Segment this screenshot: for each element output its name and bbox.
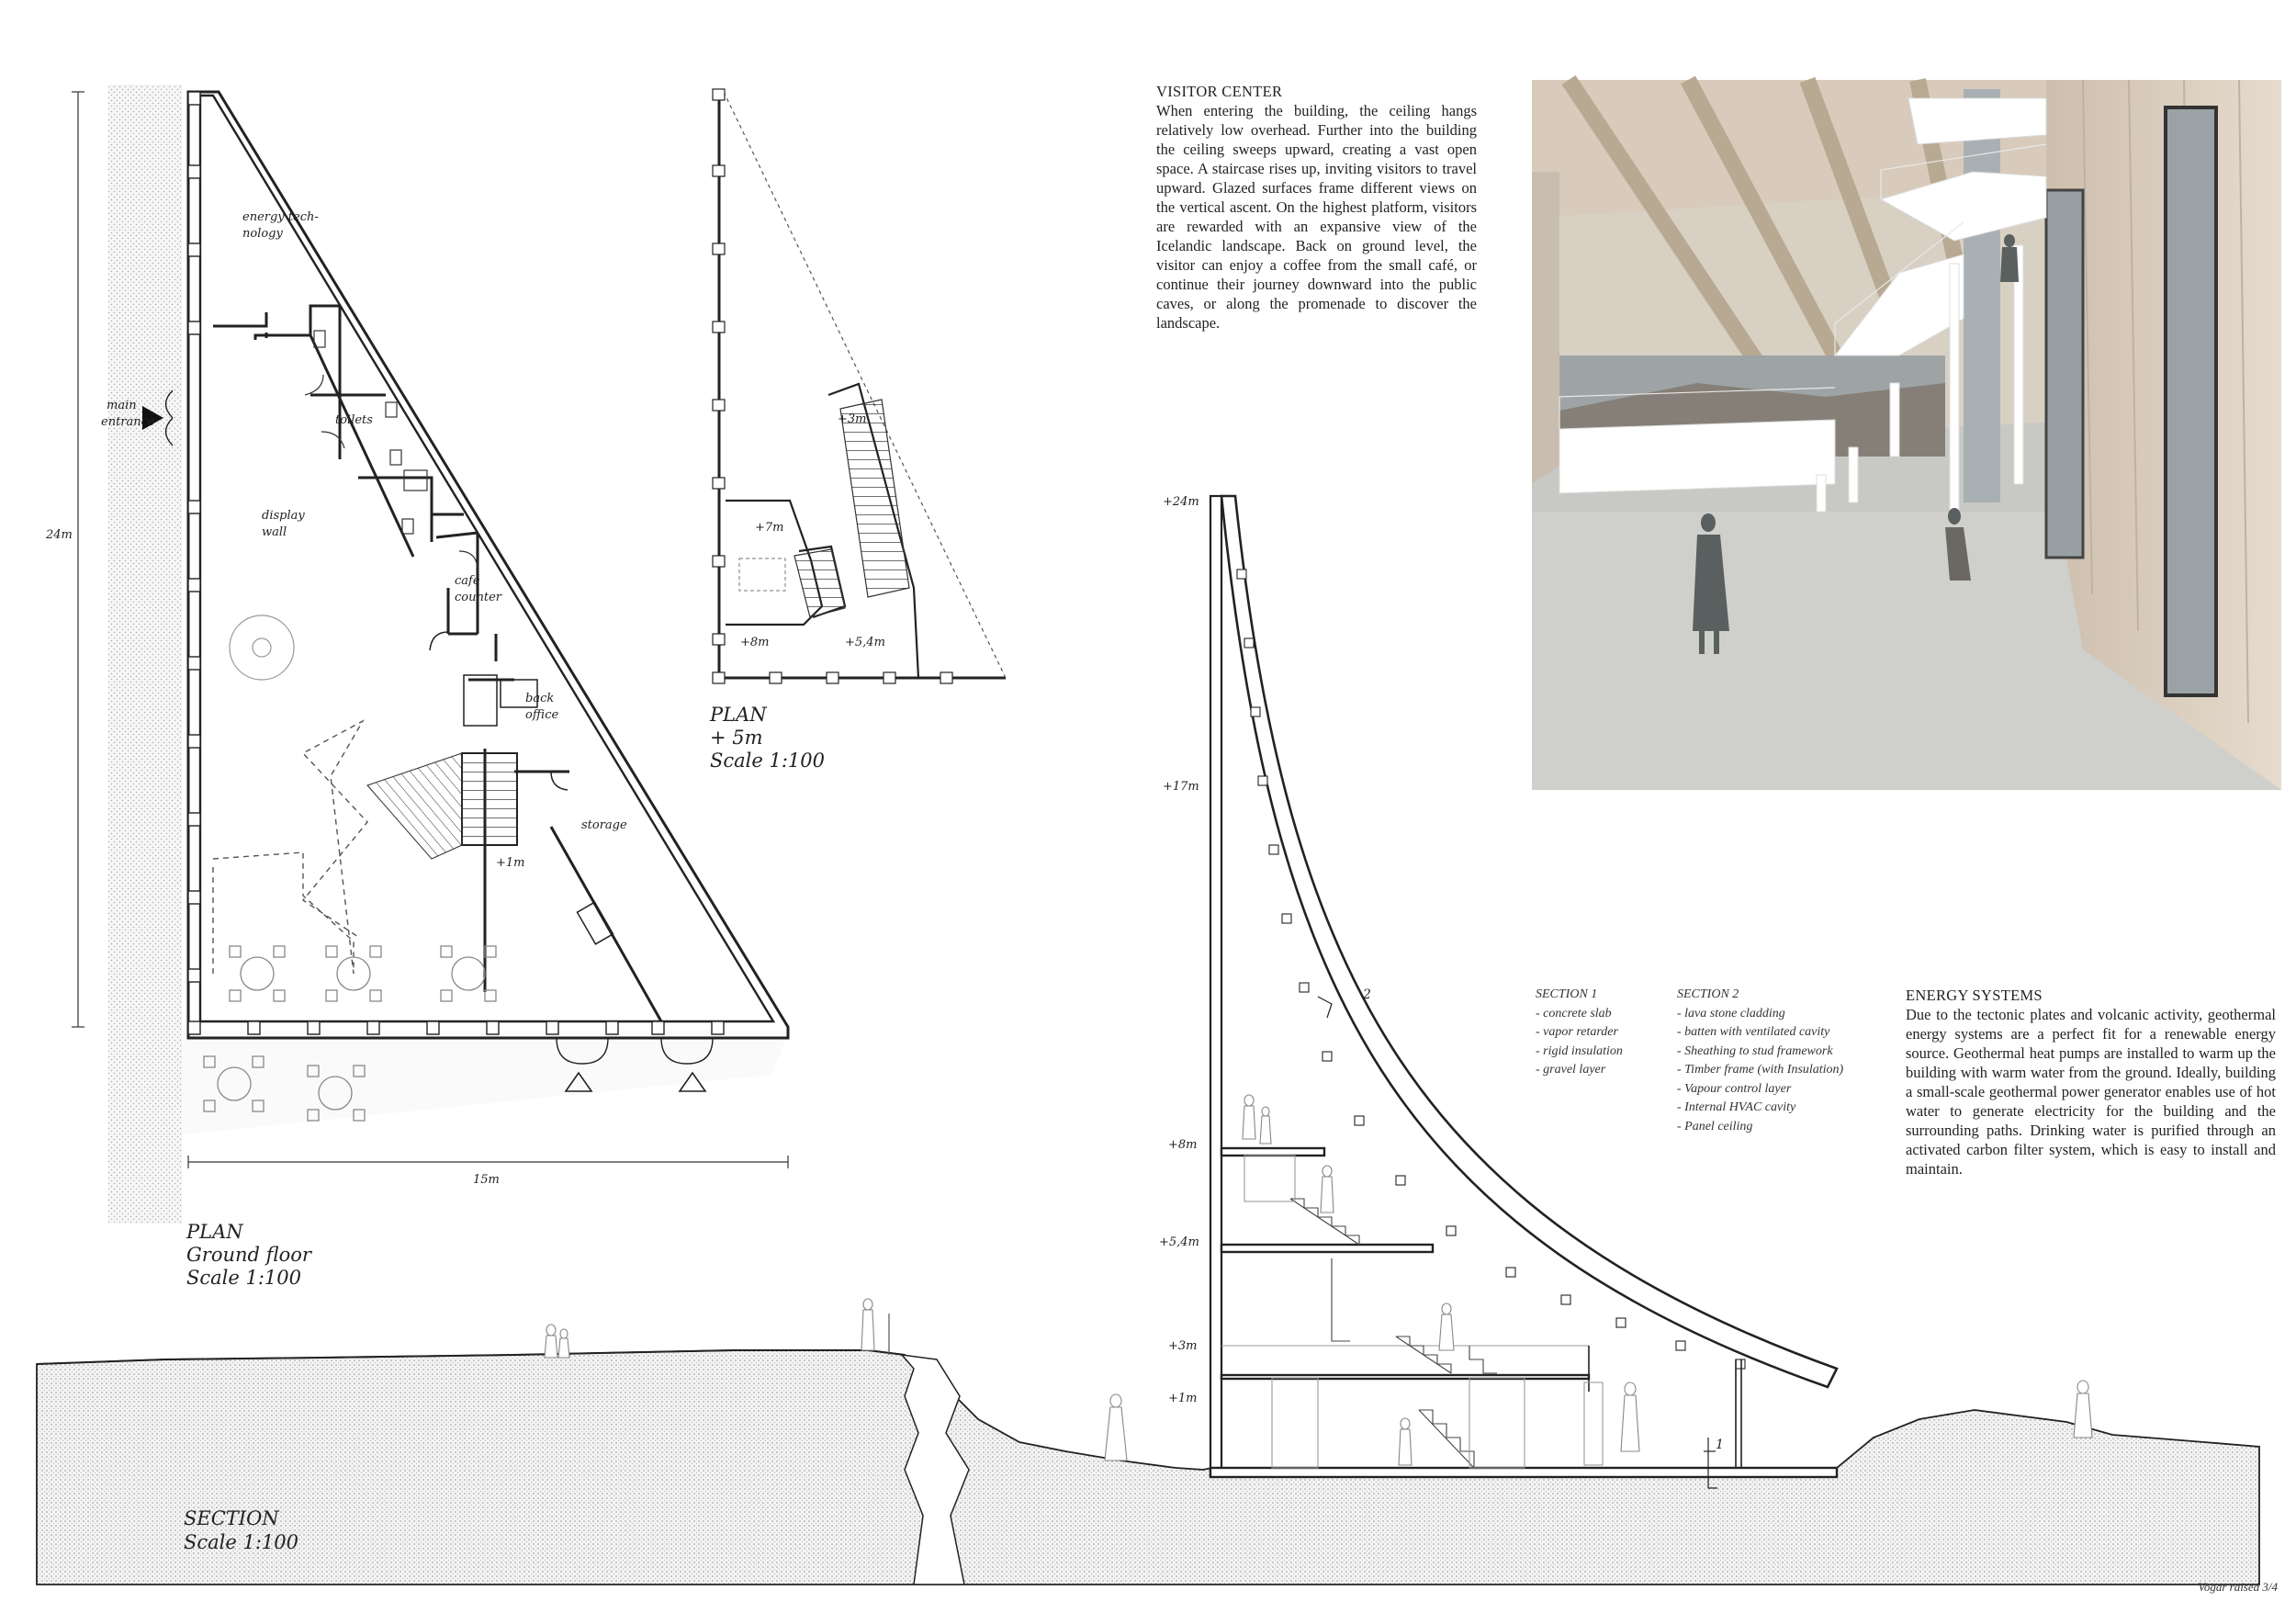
display-path <box>212 719 368 975</box>
entrance-triangle-1 <box>564 1071 593 1092</box>
energy-systems-text: ENERGY SYSTEMS Due to the tectonic plate… <box>1906 986 2276 1179</box>
label-display-2: wall <box>262 525 287 539</box>
terrace-hatch <box>182 1031 790 1134</box>
section-2-item: - Sheathing to stud framework <box>1677 1043 1833 1058</box>
section-1-item: - concrete slab <box>1536 1006 1612 1021</box>
energy-systems-body: Due to the tectonic plates and volcanic … <box>1906 1006 2276 1178</box>
section-2-legend: SECTION 2 - lava stone cladding - batten… <box>1677 986 1870 1136</box>
section-marker-2: 2 <box>1362 987 1371 1002</box>
upper-level-7m: +7m <box>755 521 784 535</box>
section-2-item: - Panel ceiling <box>1677 1119 1753 1133</box>
partitions <box>213 304 663 1022</box>
cafe-tables-outside <box>203 1055 366 1122</box>
visitor-center-title: VISITOR CENTER <box>1156 83 1283 100</box>
label-display-1: display <box>262 509 305 523</box>
section-level-8m: +8m <box>1168 1138 1198 1152</box>
section-marker-1: 1 <box>1716 1438 1724 1452</box>
visitor-center-text: VISITOR CENTER When entering the buildin… <box>1156 82 1477 333</box>
plan-upper-title: PLAN <box>709 704 767 726</box>
plan-upper-subtitle: + 5m <box>710 727 763 749</box>
label-energy-1: energy tech- <box>242 210 319 224</box>
section-2-item: - lava stone cladding <box>1677 1006 1785 1021</box>
roof-shell-outer <box>1220 494 1839 1389</box>
label-storage: storage <box>581 818 627 832</box>
cafe-tables-inside <box>229 945 497 1002</box>
section-level-1m: +1m <box>1168 1392 1198 1405</box>
main-entrance-arrow <box>142 406 163 430</box>
wall-columns <box>187 91 725 1035</box>
section-2-title: SECTION 2 <box>1677 987 1739 1001</box>
label-toilets: toilets <box>335 413 373 427</box>
upper-level-54m: +5,4m <box>845 636 885 649</box>
building-outline <box>186 90 790 1040</box>
building-section: 2 1 +24m +17m +8m +5,4m +3m +1m SECTION … <box>36 494 2260 1585</box>
label-back-1: back <box>525 692 554 705</box>
ground-hatch <box>36 1349 2260 1585</box>
section-1-item: - rigid insulation <box>1536 1043 1623 1058</box>
entrance-triangle-2 <box>678 1071 707 1092</box>
section-level-17m: +17m <box>1163 780 1199 794</box>
interior-render <box>1532 75 2281 790</box>
footer-page-label: Vogar raised 3/4 <box>2198 1580 2278 1594</box>
dim-15m: 15m <box>473 1173 500 1187</box>
section-2-item: - Vapour control layer <box>1677 1081 1792 1096</box>
section-2-item: - batten with ventilated cavity <box>1677 1025 1830 1039</box>
section-title: SECTION <box>184 1507 279 1529</box>
section-1-title: SECTION 1 <box>1536 987 1598 1001</box>
dimension-lines <box>72 91 789 1168</box>
upper-floor-plan: +3m +7m +8m +5,4m PLAN + 5m Scale 1:100 <box>709 88 1007 772</box>
section-level-3m: +3m <box>1168 1339 1198 1353</box>
ground-floor-plan: energy tech- nology main entrance toilet… <box>45 85 790 1289</box>
label-entrance-2: entrance <box>101 415 155 429</box>
people-figures <box>544 1094 2093 1466</box>
section-1-item: - vapor retarder <box>1536 1025 1618 1039</box>
plan-ground-subtitle: Ground floor <box>186 1244 313 1266</box>
section-level-54m: +5,4m <box>1159 1235 1199 1249</box>
section-2-item: - Internal HVAC cavity <box>1677 1100 1796 1114</box>
terrain-hatch <box>108 85 182 1224</box>
section-1-item: - gravel layer <box>1536 1063 1606 1077</box>
upper-level-8m: +8m <box>740 636 770 649</box>
upper-level-3m: +3m <box>838 412 867 426</box>
section-scale: Scale 1:100 <box>184 1531 298 1553</box>
section-1-legend: SECTION 1 - concrete slab - vapor retard… <box>1536 986 1664 1080</box>
dim-24m: 24m <box>45 528 73 542</box>
label-cafe-1: café <box>455 574 480 588</box>
label-level-1m: +1m <box>496 856 525 870</box>
label-energy-2: nology <box>242 227 284 241</box>
label-back-2: office <box>525 708 558 722</box>
label-cafe-2: counter <box>455 591 502 604</box>
stair-ground <box>461 752 518 846</box>
plan-ground-title: PLAN <box>186 1221 243 1243</box>
section-stairs <box>1244 1155 1604 1469</box>
plan-upper-scale: Scale 1:100 <box>710 750 825 772</box>
visitor-center-body: When entering the building, the ceiling … <box>1156 102 1477 332</box>
section-level-24m: +24m <box>1163 495 1199 509</box>
energy-systems-title: ENERGY SYSTEMS <box>1906 987 2043 1004</box>
label-entrance-1: main <box>107 399 137 412</box>
section-2-item: - Timber frame (with Insulation) <box>1677 1063 1844 1077</box>
plan-ground-scale: Scale 1:100 <box>186 1267 301 1289</box>
